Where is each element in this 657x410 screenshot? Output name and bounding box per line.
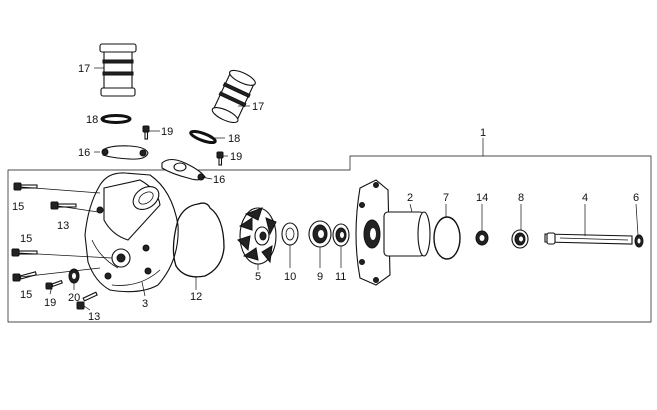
part-15-bolt-a [13, 182, 38, 191]
callout-1: 1 [480, 127, 486, 139]
part-16-clamp-left [101, 145, 149, 160]
callout-8: 8 [518, 192, 524, 204]
part-6-clip [634, 234, 644, 248]
callout-15-b: 15 [20, 233, 32, 245]
callout-16-right: 16 [213, 174, 225, 186]
callout-19-low: 19 [44, 297, 56, 309]
callout-19-mid: 19 [230, 151, 242, 163]
callout-16-left: 16 [78, 147, 90, 159]
part-15-bolt-c [12, 271, 37, 282]
leader-lines [18, 67, 639, 311]
callout-10: 10 [284, 271, 296, 283]
part-18-oring-right [189, 129, 217, 145]
callout-7: 7 [443, 192, 449, 204]
callout-15-c: 15 [20, 289, 32, 301]
part-10-washer [281, 222, 299, 246]
part-16-clamp-right [161, 158, 206, 181]
callout-4: 4 [582, 192, 588, 204]
part-7-oring [433, 216, 461, 260]
callout-18-left: 18 [86, 114, 98, 126]
part-9-seal [308, 220, 332, 248]
part-18-oring-left [100, 114, 132, 124]
callout-14: 14 [476, 192, 488, 204]
part-19-bolt-mid [216, 151, 224, 166]
callout-17-right: 17 [252, 101, 264, 113]
callout-12: 12 [190, 291, 202, 303]
callout-6: 6 [633, 192, 639, 204]
callout-9: 9 [317, 271, 323, 283]
part-2-pump-body [355, 179, 431, 286]
callout-15-a: 15 [12, 201, 24, 213]
part-5-impeller [237, 207, 277, 265]
part-20-washer [68, 268, 80, 284]
callout-13-a: 13 [57, 220, 69, 232]
part-8-bearing [511, 229, 529, 249]
assembly-frame [7, 155, 652, 323]
part-3-pump-housing [84, 172, 179, 293]
callout-13-b: 13 [88, 311, 100, 323]
callout-17-left: 17 [78, 63, 90, 75]
part-4-shaft [544, 232, 633, 245]
callout-11: 11 [335, 271, 346, 283]
part-13-bolt-a [50, 201, 77, 210]
part-13-bolt-b [76, 291, 98, 310]
part-14-bearing [475, 230, 489, 246]
callout-19-top: 19 [161, 126, 173, 138]
part-19-bolt-top [142, 125, 150, 140]
callout-3: 3 [142, 298, 148, 310]
callout-2: 2 [407, 192, 413, 204]
part-11-ring [332, 223, 350, 247]
part-19-bolt-low [45, 279, 63, 290]
callout-20: 20 [68, 292, 80, 304]
part-17-pipe-right [211, 69, 256, 124]
part-12-gasket [172, 202, 225, 278]
callout-5: 5 [255, 271, 261, 283]
part-15-bolt-b [11, 248, 38, 257]
part-17-pipe-left [99, 43, 137, 97]
callout-18-right: 18 [228, 133, 240, 145]
